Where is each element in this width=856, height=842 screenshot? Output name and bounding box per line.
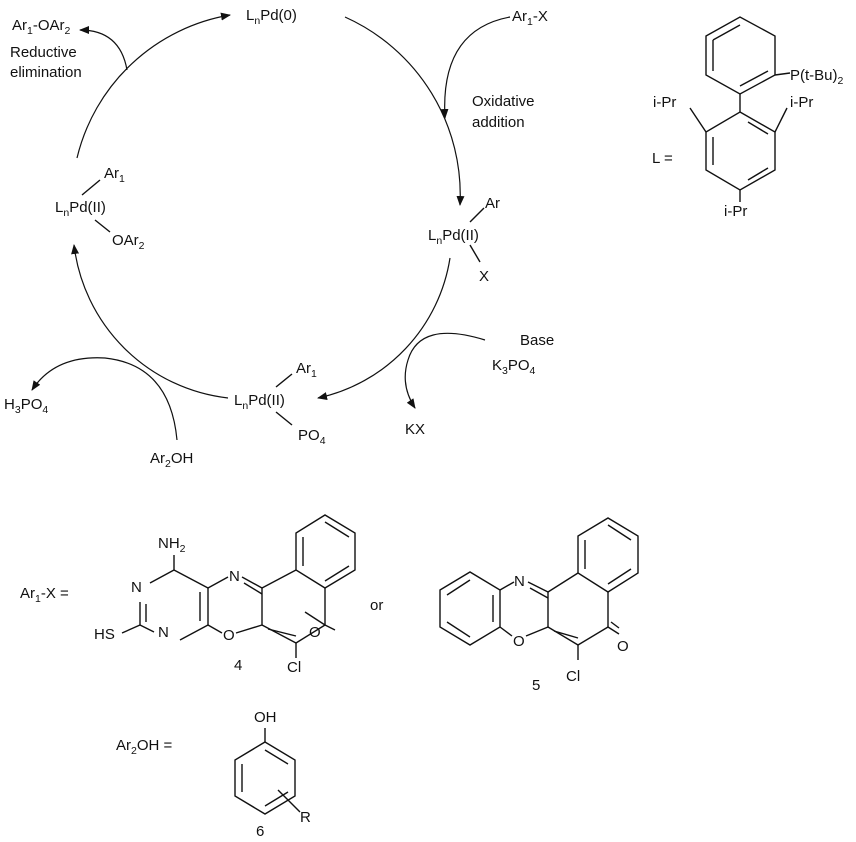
svg-text:O: O	[309, 624, 321, 641]
svg-text:5: 5	[532, 677, 540, 694]
reductive-elimination-label-2: elimination	[10, 64, 82, 81]
svg-text:O: O	[617, 638, 629, 655]
svg-text:6: 6	[256, 823, 264, 840]
intermediate-right: LnPd(II) Ar X	[428, 195, 500, 285]
svg-text:LnPd(II): LnPd(II)	[428, 227, 479, 247]
svg-text:PO4: PO4	[298, 427, 326, 447]
arc-oxidative-addition	[344, 16, 465, 206]
svg-text:OAr2: OAr2	[112, 232, 145, 252]
compound-5-structure: N O Cl O 5	[439, 517, 639, 694]
intermediate-left: LnPd(II) Ar1 OAr2	[55, 165, 145, 252]
svg-text:X: X	[479, 268, 489, 285]
ar2oh-equals-label: Ar2OH =	[116, 737, 173, 757]
ipr-left: i-Pr	[653, 94, 676, 111]
svg-text:OH: OH	[254, 709, 277, 726]
ipr-right: i-Pr	[790, 94, 813, 111]
arc-ligand-exchange	[71, 244, 229, 399]
svg-text:LnPd(II): LnPd(II)	[55, 199, 106, 219]
intermediate-bottom: LnPd(II) Ar1 PO4	[234, 360, 326, 447]
svg-text:HS: HS	[94, 626, 115, 643]
svg-text:N: N	[514, 573, 525, 590]
svg-text:O: O	[513, 633, 525, 650]
svg-text:Ar: Ar	[485, 195, 500, 212]
svg-text:N: N	[131, 579, 142, 596]
base-label: Base	[520, 332, 554, 349]
svg-text:Ar1: Ar1	[104, 165, 125, 185]
arrow-ar2oh-in-h3po4-out	[31, 357, 178, 441]
cycle-arrows	[31, 12, 511, 441]
ar2oh-label: Ar2OH	[150, 450, 193, 470]
ligand-structure: L = P(t-Bu)2 i-Pr i-Pr i-Pr	[652, 16, 844, 220]
kx-label: KX	[405, 421, 425, 438]
or-label: or	[370, 597, 383, 614]
arrow-k3po4-in-kx-out	[404, 332, 486, 409]
svg-text:Cl: Cl	[566, 668, 580, 685]
h3po4-label: H3PO4	[4, 396, 48, 416]
arrow-arx-in	[440, 16, 511, 119]
pd0-label: LnPd(0)	[246, 7, 297, 27]
svg-text:N: N	[158, 624, 169, 641]
arc-reductive-elimination	[76, 12, 231, 159]
reductive-elimination-label-1: Reductive	[10, 44, 77, 61]
svg-text:O: O	[223, 627, 235, 644]
svg-text:Ar1: Ar1	[296, 360, 317, 380]
ipr-bottom: i-Pr	[724, 203, 747, 220]
svg-text:LnPd(II): LnPd(II)	[234, 392, 285, 412]
k3po4-label: K3PO4	[492, 357, 536, 377]
oxidative-addition-label-1: Oxidative	[472, 93, 535, 110]
svg-text:Cl: Cl	[287, 659, 301, 676]
arrow-product-out	[79, 26, 128, 71]
compound-6-structure: OH R 6	[234, 709, 311, 840]
arx-equals-label: Ar1-X =	[20, 585, 69, 605]
svg-text:L =: L =	[652, 150, 673, 167]
product-label: Ar1-OAr2	[12, 17, 71, 37]
arx-reagent-label: Ar1-X	[512, 8, 548, 28]
svg-text:R: R	[300, 809, 311, 826]
svg-text:N: N	[229, 568, 240, 585]
oxidative-addition-label-2: addition	[472, 114, 525, 131]
compound-4-structure: NH2 N N HS N O Cl O	[94, 514, 356, 676]
svg-text:P(t-Bu)2: P(t-Bu)2	[790, 67, 844, 87]
svg-text:4: 4	[234, 657, 242, 674]
svg-text:NH2: NH2	[158, 535, 186, 555]
arc-transmetalation	[317, 257, 451, 400]
